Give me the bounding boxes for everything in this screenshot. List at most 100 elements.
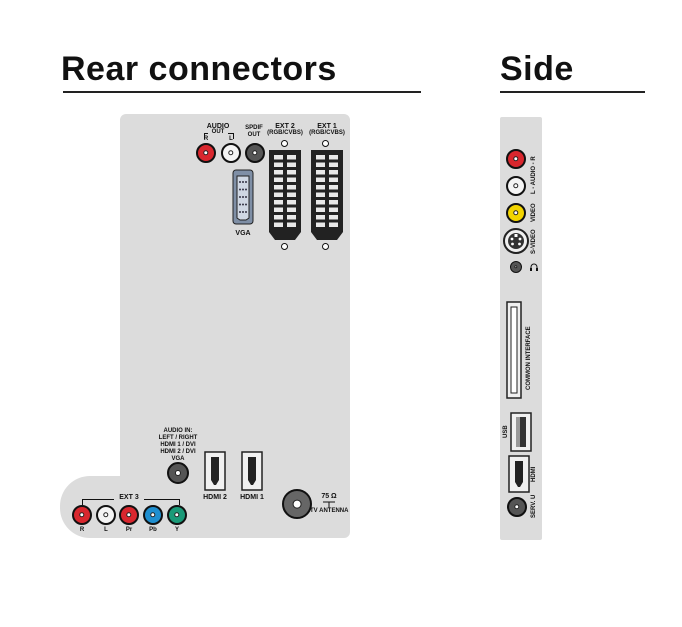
scart-pin [274, 185, 283, 190]
side-service-label: SERV. U [531, 494, 537, 518]
scart-pin [329, 162, 338, 167]
vga-pin [242, 211, 244, 213]
side-usb-connector [510, 412, 532, 452]
vga-pin [245, 211, 247, 213]
scart-pin [329, 170, 338, 175]
rear-title-rule [63, 91, 421, 93]
audio-in-jack [167, 462, 189, 484]
scart-pin [274, 192, 283, 197]
scart-pin [287, 185, 296, 190]
scart-pin [316, 200, 325, 205]
headphone-icon [530, 263, 538, 271]
scart-pin [274, 207, 283, 212]
audio-out-sub-label: OUT [208, 129, 228, 136]
side-usb-label: USB [503, 425, 509, 438]
scart-pin [287, 162, 296, 167]
ext1-sub-label: (RGB/CVBS) [309, 130, 345, 136]
scart-pin [287, 170, 296, 175]
scart-pin [329, 192, 338, 197]
vga-pin [242, 181, 244, 183]
scart-pin [316, 155, 325, 160]
scart-pin [316, 215, 325, 220]
ohm-label: 75 Ω [321, 493, 337, 500]
audio-out-r-jack [196, 143, 216, 163]
hdmi1-label: HDMI 1 [240, 494, 264, 501]
scart-pin [274, 155, 283, 160]
ext2-label: EXT 2 [275, 123, 295, 130]
ext2-screw-bottom [281, 243, 288, 250]
scart-pin [329, 222, 338, 227]
hdmi2-label: HDMI 2 [203, 494, 227, 501]
scart-pin [316, 170, 325, 175]
ext2-sub-label: (RGB/CVBS) [267, 130, 303, 136]
scart-pin [287, 155, 296, 160]
ext3-y-label: Y [174, 527, 179, 533]
side-svideo-connector [503, 228, 529, 254]
common-interface-label: COMMON INTERFACE [526, 326, 532, 390]
rear-connectors-title: Rear connectors [61, 50, 337, 88]
scart-pin [316, 185, 325, 190]
scart-pin [329, 155, 338, 160]
audio-out-l-jack [221, 143, 241, 163]
ext1-screw-bottom [322, 243, 329, 250]
ext3-l-label: L [104, 527, 108, 533]
ext3-pb-jack [143, 505, 163, 525]
vga-pin [245, 181, 247, 183]
side-hdmi-connector [508, 455, 530, 493]
ext3-y-jack [167, 505, 187, 525]
scart-pin [274, 177, 283, 182]
side-hdmi-label: HDMI [531, 466, 537, 482]
audio-out-label: AUDIO [206, 123, 230, 130]
vga-pin [242, 196, 244, 198]
audio-in-label: AUDIO IN: LEFT / RIGHT HDMI 1 / DVI HDMI… [158, 428, 198, 462]
vga-pin [242, 188, 244, 191]
scart-pin [274, 222, 283, 227]
scart-pin [287, 215, 296, 220]
scart-pin [287, 192, 296, 197]
scart-pin [316, 222, 325, 227]
side-audio-r-jack [506, 149, 526, 169]
scart-pin [316, 192, 325, 197]
spdif-label: SPDIF OUT [245, 125, 263, 138]
ext2-screw-top [281, 140, 288, 147]
side-video-jack [506, 203, 526, 223]
scart-pin [316, 162, 325, 167]
ext1-scart-connector [311, 150, 343, 240]
vga-pin [239, 203, 241, 206]
ext3-label: EXT 3 [114, 494, 144, 502]
side-title-rule [500, 91, 645, 93]
vga-label: VGA [235, 230, 251, 237]
antenna-symbol-icon [323, 501, 335, 508]
scart-pin [329, 177, 338, 182]
tv-antenna-label: TV ANTENNA [310, 508, 349, 514]
scart-pin [316, 177, 325, 182]
ext3-r-label: R [79, 527, 85, 533]
scart-pin [287, 200, 296, 205]
hdmi2-connector [204, 451, 226, 491]
ext1-label: EXT 1 [317, 123, 337, 130]
audio-out-r-label: R [203, 136, 209, 142]
ext1-screw-top [322, 140, 329, 147]
spdif-jack [245, 143, 265, 163]
ext2-scart-connector [269, 150, 301, 240]
vga-pin [245, 203, 247, 206]
vga-pin [239, 188, 241, 191]
audio-out-l-label: L [229, 136, 233, 142]
scart-pin [287, 207, 296, 212]
side-title: Side [500, 50, 574, 88]
scart-pin [274, 215, 283, 220]
scart-pin [329, 207, 338, 212]
vga-connector [232, 169, 254, 225]
vga-pin [239, 181, 241, 183]
ext3-pr-label: Pr [125, 527, 133, 533]
side-audio-l-jack [506, 176, 526, 196]
ext3-audio-l-jack [96, 505, 116, 525]
ext3-pr-jack [119, 505, 139, 525]
ext3-pb-label: Pb [149, 527, 157, 533]
common-interface-slot [506, 301, 522, 399]
tv-antenna-jack [282, 489, 312, 519]
hdmi1-connector [241, 451, 263, 491]
vga-pin [239, 196, 241, 198]
vga-pin [239, 211, 241, 213]
scart-pin [329, 200, 338, 205]
